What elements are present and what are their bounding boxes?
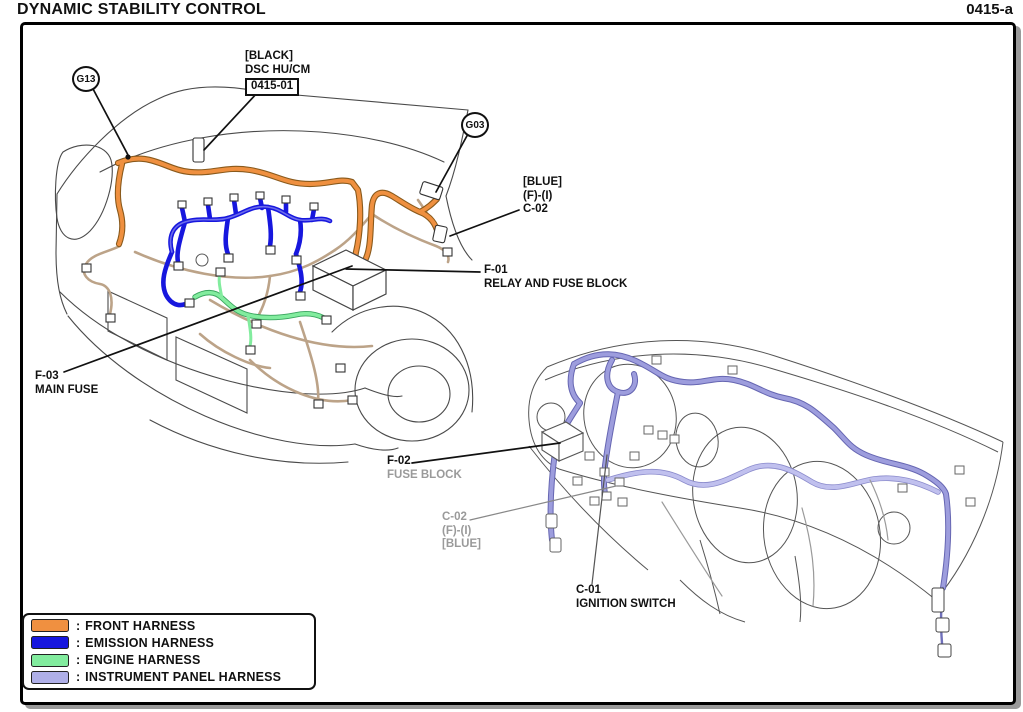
ip-fuse-block-box: [540, 421, 585, 463]
main-fuse-label: F-03 MAIN FUSE: [35, 370, 99, 396]
ground-point-badge-g13: G13: [72, 66, 100, 92]
dsc-name: DSC HU/CM: [245, 63, 311, 76]
ground-point-badge-g03: G03: [461, 112, 489, 138]
uncolored-harness-path: [82, 198, 450, 404]
front-harness-swatch: [31, 619, 69, 633]
emission-harness-swatch: [31, 636, 69, 650]
front-connectors: [81, 137, 453, 409]
instrument-panel-harness-swatch: [31, 670, 69, 684]
dsc-hucm-label: [BLACK] DSC HU/CM 0415-01: [245, 50, 310, 96]
dsc-color-tag: [BLACK]: [245, 50, 293, 62]
ip-connectors: [545, 355, 976, 658]
legend-row-engine-harness: : ENGINE HARNESS: [31, 652, 307, 669]
ignition-switch-label: C-01 IGNITION SWITCH: [576, 584, 676, 610]
relay-fuse-block-box: [311, 249, 388, 311]
leader-lines: [63, 86, 617, 585]
legend-row-front-harness: : FRONT HARNESS: [31, 617, 307, 634]
relay-fuse-block-label: F-01 RELAY AND FUSE BLOCK: [484, 264, 628, 290]
connector-c02-front-label: [BLUE] (F)-(I) C-02: [523, 176, 562, 215]
emission-harness-path: [161, 195, 333, 308]
legend-row-emission-harness: : EMISSION HARNESS: [31, 634, 307, 651]
connector-c02-ip-label: C-02 (F)-(I) [BLUE]: [442, 511, 481, 550]
legend-row-instrument-panel-harness: : INSTRUMENT PANEL HARNESS: [31, 669, 307, 686]
front-car-outline: [54, 86, 474, 464]
page-code: 0415-a: [966, 1, 1013, 18]
dsc-ref-box: 0415-01: [245, 78, 300, 96]
engine-harness-path: [192, 272, 327, 348]
front-harness-path: [114, 155, 442, 267]
harness-color-legend: : FRONT HARNESS : EMISSION HARNESS : ENG…: [22, 613, 316, 690]
diagram-frame: [20, 22, 1016, 705]
fuse-block-label: F-02 FUSE BLOCK: [387, 455, 462, 481]
page-title: DYNAMIC STABILITY CONTROL: [17, 1, 266, 18]
engine-harness-swatch: [31, 653, 69, 667]
